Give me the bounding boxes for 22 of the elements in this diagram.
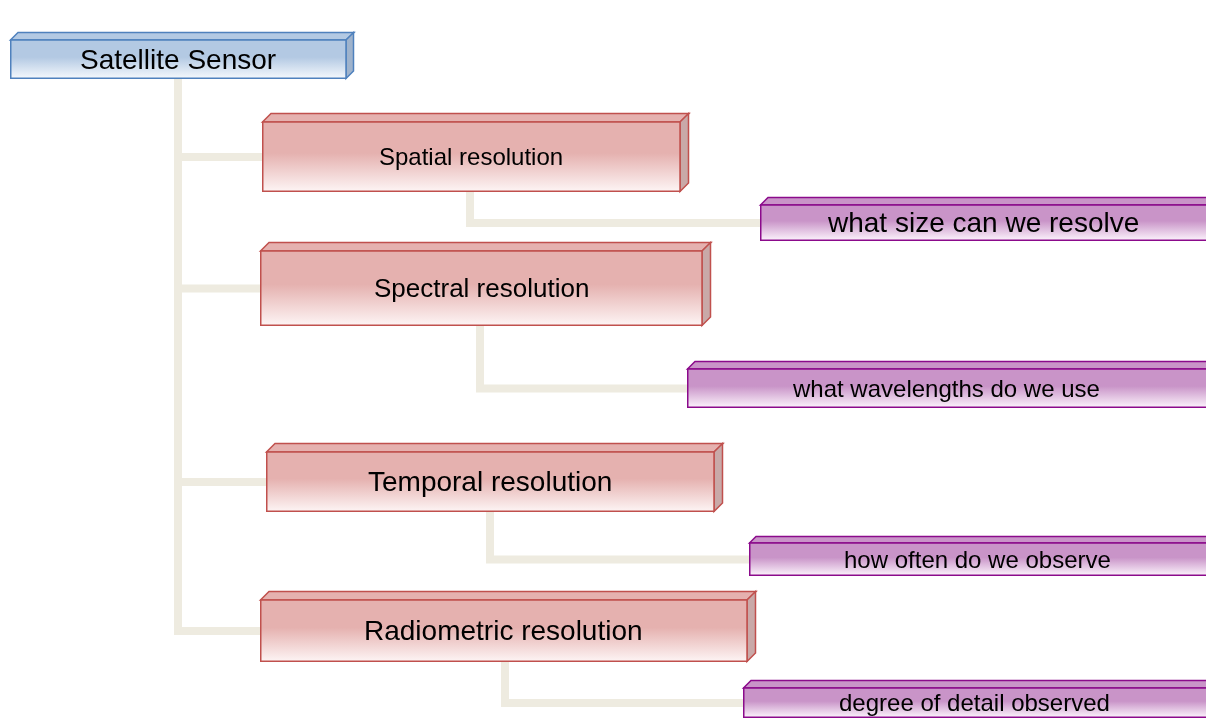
- connector-line: [486, 512, 749, 564]
- sensor-box: [10, 32, 354, 79]
- resolution-box: [260, 591, 756, 662]
- box-label: how often do we observe: [844, 546, 1111, 574]
- box-label: Temporal resolution: [368, 466, 613, 499]
- box-label: Satellite Sensor: [80, 44, 277, 77]
- box-label: Spatial resolution: [379, 143, 564, 171]
- connector-line: [476, 326, 687, 393]
- description-box: [760, 197, 1206, 241]
- resolution-box: [260, 242, 711, 326]
- description-box: [687, 361, 1206, 408]
- box-label: Spectral resolution: [374, 274, 590, 304]
- connector-line: [466, 192, 760, 227]
- description-box: [743, 680, 1206, 718]
- box-label: Radiometric resolution: [364, 615, 643, 648]
- resolution-box: [262, 113, 689, 192]
- box-label: what wavelengths do we use: [793, 375, 1100, 403]
- description-box: [749, 536, 1206, 576]
- connector-line: [501, 662, 743, 707]
- resolution-box: [266, 443, 723, 512]
- box-label: degree of detail observed: [839, 689, 1110, 717]
- box-label: what size can we resolve: [828, 207, 1140, 240]
